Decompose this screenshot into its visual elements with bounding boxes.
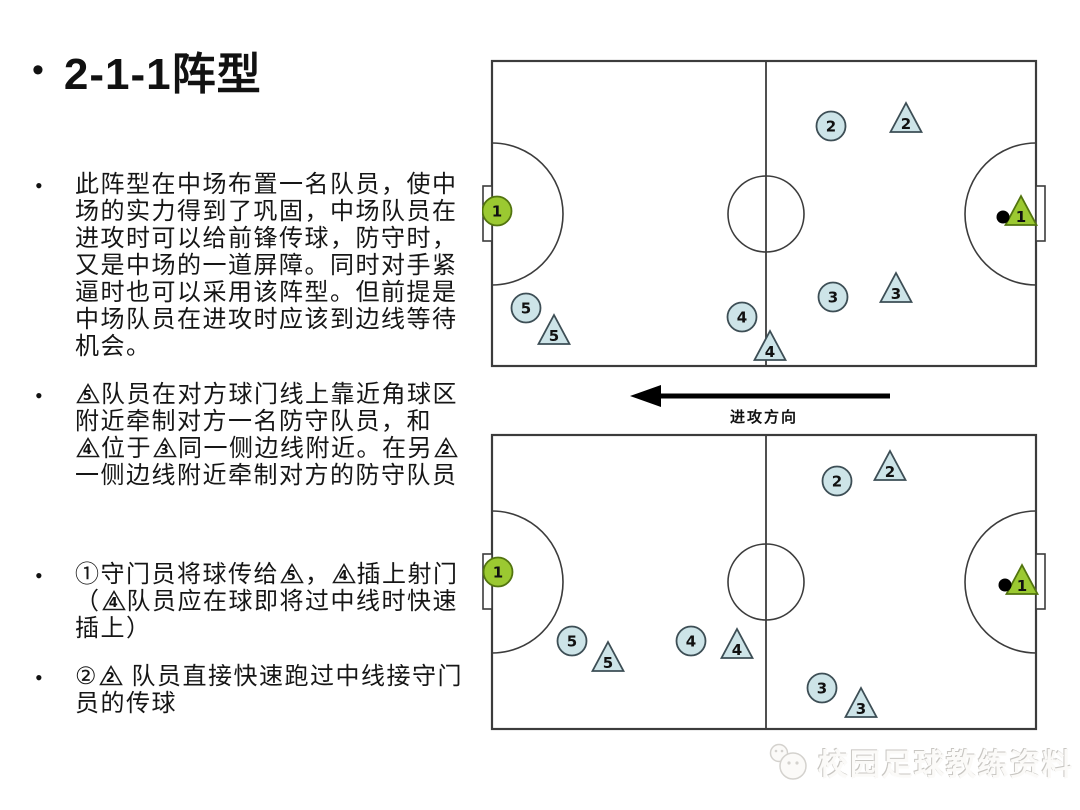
player-circle-5: 5 <box>510 292 542 324</box>
svg-text:2: 2 <box>832 473 842 491</box>
penalty-arc-right <box>964 142 1037 286</box>
svg-text:5: 5 <box>287 569 298 584</box>
goal-right <box>1035 185 1046 242</box>
svg-text:3: 3 <box>817 680 827 698</box>
player-circle-3: 3 <box>806 672 838 704</box>
attack-direction-label: 进攻方向 <box>729 410 798 426</box>
svg-text:3: 3 <box>856 700 866 718</box>
player-circle-4: 4 <box>675 625 707 657</box>
player-triangle-1: 1 <box>1003 194 1039 226</box>
pitch-outline <box>490 59 1038 368</box>
svg-text:4: 4 <box>732 641 742 659</box>
inline-triangle-marker-4: 4 <box>101 590 126 611</box>
svg-text:3: 3 <box>891 285 901 303</box>
goal-right <box>1035 553 1046 610</box>
field-diagram-top: 1 55 44 2 2 3 3 1 <box>482 59 1046 368</box>
penalty-arc-right <box>964 510 1037 654</box>
svg-text:3: 3 <box>828 289 838 307</box>
player-circle-2: 2 <box>815 110 847 142</box>
bullet-dot: • <box>35 665 43 690</box>
arrowhead-left-icon <box>630 385 661 407</box>
watermark: 校园足球教练资料 <box>766 740 1074 784</box>
watermark-text: 校园足球教练资料 <box>818 749 1074 782</box>
svg-text:3: 3 <box>160 443 171 458</box>
svg-text:2: 2 <box>441 443 452 458</box>
inline-triangle-marker-4: 4 <box>331 563 356 584</box>
bullet-dot: • <box>35 383 43 408</box>
player-circle-3: 3 <box>817 281 849 313</box>
player-triangle-4: 4 <box>752 329 788 361</box>
svg-text:1: 1 <box>1016 208 1026 226</box>
inline-triangle-marker-4: 4 <box>76 437 100 458</box>
bullet-text: 此阵型在中场布置一名队员，使中场的实力得到了巩固，中场队员在进攻时可以给前锋传球… <box>75 172 458 360</box>
player-triangle-3: 3 <box>843 686 879 718</box>
field-diagram-bottom: 1 2 2 5 5 4 4 3 3 1 <box>482 433 1046 731</box>
title-row: • 2-1-1阵型 <box>32 38 262 102</box>
svg-text:2: 2 <box>901 115 911 133</box>
svg-text:5: 5 <box>603 654 613 672</box>
player-circle-5: 5 <box>556 625 588 657</box>
player-triangle-4: 4 <box>719 627 755 659</box>
title-bullet-dot: • <box>32 51 44 89</box>
penalty-arc-left <box>491 510 564 654</box>
svg-text:2: 2 <box>885 463 895 481</box>
player-triangle-5: 5 <box>536 313 572 345</box>
svg-text:1: 1 <box>1017 577 1027 595</box>
svg-text:2: 2 <box>106 671 117 686</box>
player-circle-2: 2 <box>821 465 853 497</box>
svg-text:4: 4 <box>83 443 94 458</box>
page-title: 2-1-1阵型 <box>63 50 262 99</box>
svg-text:5: 5 <box>549 327 559 345</box>
player-triangle-3: 3 <box>878 271 914 303</box>
player-triangle-5: 5 <box>590 640 626 672</box>
inline-triangle-marker-2: 2 <box>99 665 123 686</box>
attack-direction-arrow <box>630 385 890 407</box>
wechat-face-icon <box>769 743 807 780</box>
player-circle-4: 4 <box>726 301 758 333</box>
player-circle-1: 1 <box>482 195 513 227</box>
ball <box>996 210 1010 224</box>
svg-text:4: 4 <box>765 343 775 361</box>
inline-triangle-marker-5: 5 <box>76 383 100 404</box>
bullet-dot: • <box>35 563 43 588</box>
svg-text:4: 4 <box>737 309 747 327</box>
svg-text:5: 5 <box>83 389 94 404</box>
inline-triangle-marker-5: 5 <box>280 563 304 584</box>
pitch-outline <box>490 433 1038 731</box>
svg-text:5: 5 <box>567 633 577 651</box>
svg-text:4: 4 <box>108 596 119 611</box>
ball <box>998 578 1012 592</box>
svg-text:2: 2 <box>826 118 836 136</box>
svg-text:1: 1 <box>492 203 502 221</box>
svg-text:4: 4 <box>686 633 696 651</box>
bullet-dot: • <box>35 173 43 198</box>
center-circle <box>727 175 805 253</box>
players-layer: 1 2 2 5 5 4 4 3 3 1 <box>482 449 1040 718</box>
svg-text:5: 5 <box>521 300 531 318</box>
penalty-arc-left <box>491 142 564 286</box>
inline-triangle-marker-3: 3 <box>153 437 177 458</box>
player-triangle-1: 1 <box>1004 563 1040 595</box>
svg-text:1: 1 <box>493 564 503 582</box>
svg-text:4: 4 <box>338 569 349 584</box>
player-circle-1: 1 <box>482 556 514 588</box>
inline-triangle-marker-2: 2 <box>434 437 458 458</box>
center-circle <box>727 543 805 621</box>
bullet-formation-description: • 此阵型在中场布置一名队员，使中场的实力得到了巩固，中场队员在进攻时可以给前锋… <box>35 172 463 361</box>
player-triangle-2: 2 <box>872 449 908 481</box>
players-layer: 1 55 44 2 2 3 3 1 <box>482 101 1039 361</box>
player-triangle-2: 2 <box>888 101 924 133</box>
